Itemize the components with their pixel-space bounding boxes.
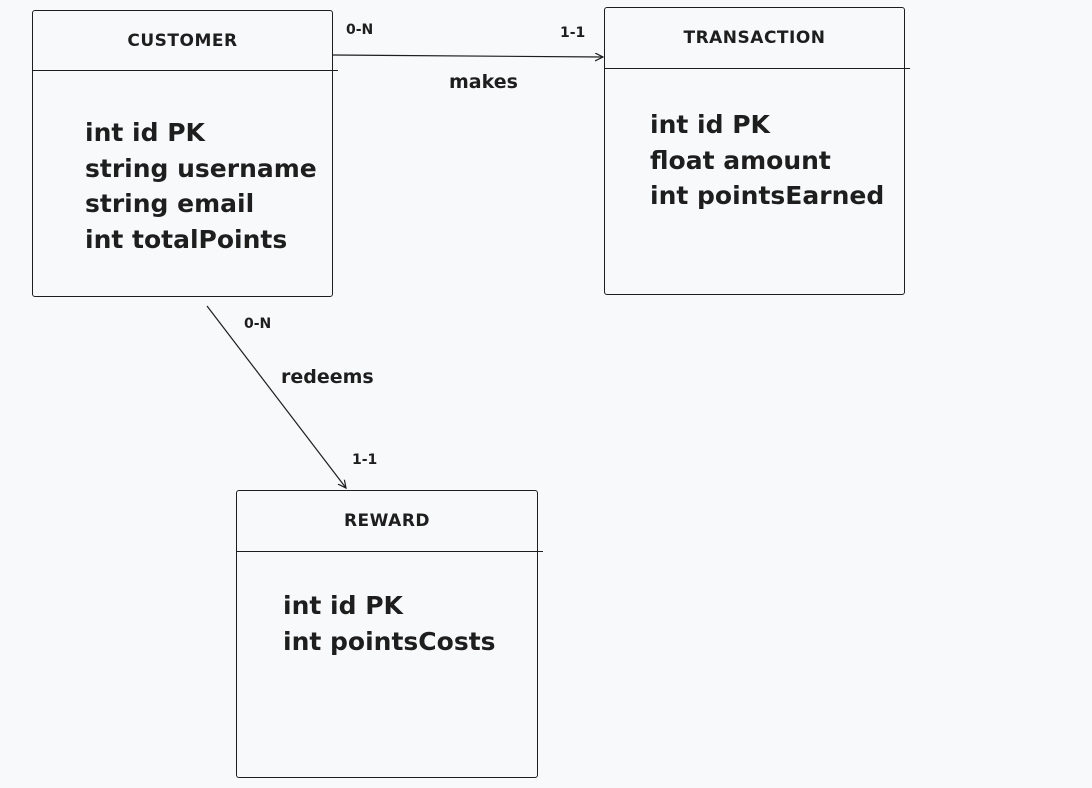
makes-to-cardinality: 1-1: [560, 25, 586, 41]
entity-reward-fields: int id PK int pointsCosts: [283, 588, 496, 659]
entity-customer-divider: [32, 70, 338, 71]
makes-connector[interactable]: [332, 55, 603, 57]
makes-from-cardinality: 0-N: [346, 22, 374, 38]
field-customer-id: int id PK: [85, 118, 205, 147]
makes-relationship-label: makes: [449, 71, 518, 93]
field-transaction-points-earned: int pointsEarned: [650, 181, 885, 210]
entity-transaction-fields: int id PK float amount int pointsEarned: [650, 107, 884, 214]
field-customer-username: string username: [85, 153, 317, 183]
redeems-relationship-label: redeems: [281, 366, 374, 388]
entity-customer-title: CUSTOMER: [127, 31, 238, 51]
entity-transaction[interactable]: TRANSACTION int id PK float amount int p…: [604, 7, 910, 295]
entity-customer-fields: int id PK string username string email i…: [85, 115, 317, 257]
entity-transaction-title: TRANSACTION: [683, 28, 826, 48]
entity-reward-title: REWARD: [343, 511, 431, 531]
redeems-from-cardinality: 0-N: [244, 316, 272, 332]
field-customer-total-points: int totalPoints: [85, 224, 288, 254]
field-reward-points-costs: int pointsCosts: [283, 626, 496, 656]
field-transaction-amount: float amount: [650, 145, 831, 175]
redeems-to-cardinality: 1-1: [352, 452, 378, 468]
entity-reward[interactable]: REWARD int id PK int pointsCosts: [236, 490, 543, 778]
redeems-connector[interactable]: [206, 305, 346, 488]
field-customer-email: string email: [85, 189, 255, 218]
entity-reward-divider: [236, 551, 543, 552]
entity-customer[interactable]: CUSTOMER int id PK string username strin…: [32, 10, 338, 297]
entity-transaction-divider: [604, 68, 910, 69]
field-reward-id: int id PK: [283, 591, 403, 620]
field-transaction-id: int id PK: [650, 110, 770, 139]
